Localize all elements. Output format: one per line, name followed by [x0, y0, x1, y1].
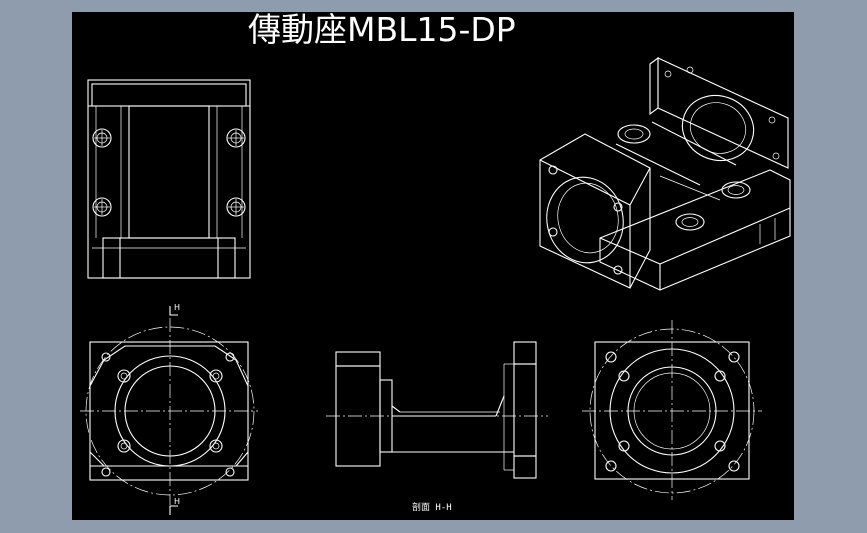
- bolt-hole: [618, 370, 630, 382]
- bolt-hole: [101, 352, 111, 362]
- drawing-sheet: [72, 12, 794, 520]
- bolt-hole: [618, 440, 630, 452]
- bolt-hole: [728, 351, 740, 363]
- bolt-hole: [209, 369, 223, 383]
- bolt-hole: [117, 369, 131, 383]
- bolt-hole: [225, 352, 235, 362]
- bolt-hole: [728, 460, 740, 472]
- side-view: [582, 320, 762, 500]
- section-view: [326, 341, 548, 479]
- cut-marker-top: H: [174, 303, 180, 312]
- bolt-hole: [714, 370, 726, 382]
- bolt-hole: [226, 197, 246, 217]
- bolt-hole: [117, 439, 131, 453]
- bolt-hole: [101, 467, 111, 477]
- bolt-hole: [605, 351, 617, 363]
- bolt-hole: [225, 467, 235, 477]
- bolt-hole: [226, 128, 246, 148]
- bolt-hole: [92, 128, 112, 148]
- bolt-hole: [92, 197, 112, 217]
- bolt-hole: [714, 440, 726, 452]
- cut-marker-bottom: H: [174, 497, 180, 506]
- top-view: [87, 79, 251, 279]
- isometric-view: [539, 56, 791, 291]
- bolt-hole: [605, 460, 617, 472]
- bolt-hole: [209, 439, 223, 453]
- drawing-title: 傳動座MBL15-DP: [248, 10, 516, 49]
- section-label: 剖面 H-H: [412, 503, 452, 513]
- front-view: H H: [80, 303, 258, 515]
